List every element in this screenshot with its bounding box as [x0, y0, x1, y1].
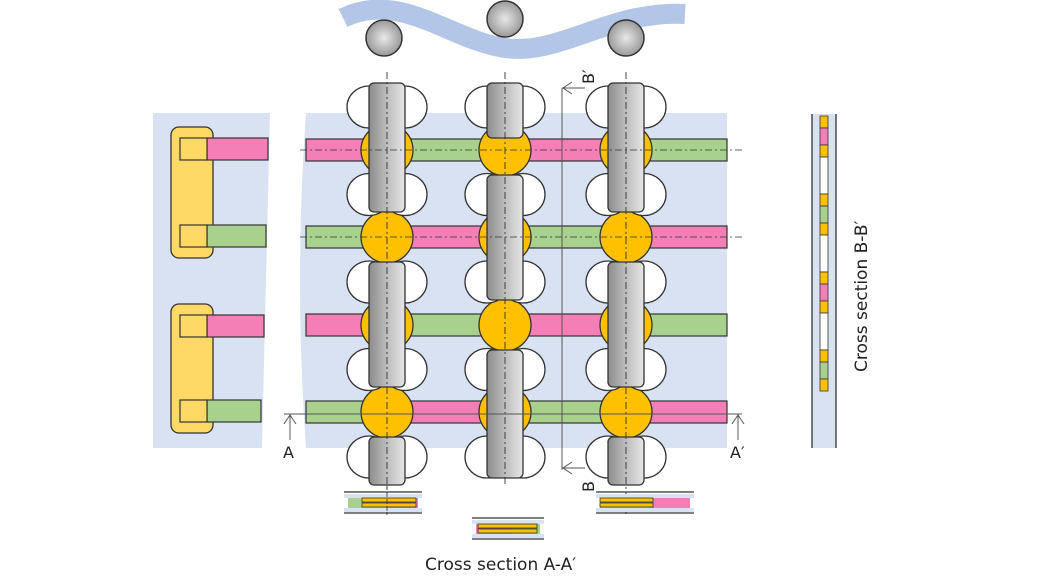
- pad-contact: [179, 137, 208, 161]
- xs-yellow-lower: [361, 502, 417, 508]
- roller-ball: [365, 19, 403, 57]
- arrow-head-icon: [283, 414, 297, 425]
- xs-panel-bottom: [472, 534, 544, 538]
- strip-segment-pink: [505, 314, 626, 336]
- xs-yellow-upper: [599, 497, 654, 503]
- cross-section-bb-view: [811, 114, 837, 448]
- pad-lead-pink: [206, 314, 265, 338]
- strip-segment-green: [505, 401, 626, 423]
- bb-layer-yellow: [819, 222, 829, 236]
- roller-ball: [607, 19, 645, 57]
- pad-contact: [179, 314, 208, 338]
- bb-layer-yellow: [819, 271, 829, 285]
- cross-section-aa-views: [344, 485, 694, 540]
- bb-layer-green: [819, 361, 829, 380]
- xs-strip-right: [649, 498, 690, 508]
- pad-contact: [179, 399, 208, 423]
- strip-segment-green: [387, 314, 505, 336]
- arrow-head-icon: [731, 414, 745, 425]
- xs-yellow-lower: [477, 528, 538, 534]
- xs-panel-bottom: [596, 508, 694, 512]
- pad-lead-pink: [206, 137, 269, 161]
- cross-section-bb-caption: Cross section B-B′: [852, 221, 872, 372]
- bb-layer-white: [819, 234, 829, 273]
- label-b-prime: B′: [579, 69, 598, 84]
- cross-section-aa-caption: Cross section A-A′: [425, 555, 576, 575]
- bb-layer-pink: [819, 127, 829, 146]
- fiber-columns: [346, 82, 667, 486]
- xs-yellow-upper: [361, 497, 417, 503]
- xs-panel-top: [596, 494, 694, 498]
- bb-layer-green: [819, 205, 829, 224]
- xs-panel-top: [472, 520, 544, 524]
- pad-lead-green: [206, 224, 267, 248]
- roller-ball: [486, 0, 524, 38]
- contact-pads: [170, 126, 269, 434]
- bb-layer-white: [819, 156, 829, 195]
- bb-layer-yellow: [819, 193, 829, 207]
- label-b: B: [579, 481, 598, 492]
- xs-panel-top: [344, 494, 422, 498]
- xs-yellow-upper: [477, 523, 538, 529]
- strip-segment-pink: [387, 401, 505, 423]
- bb-layer-pink: [819, 283, 829, 302]
- xs-panel-bottom: [344, 508, 422, 512]
- arrow-head-icon: [562, 81, 573, 95]
- bb-layer-white: [819, 312, 829, 351]
- pad-contact: [179, 224, 208, 248]
- center-lines: [300, 72, 745, 515]
- bb-layer-yellow: [819, 349, 829, 363]
- xs-yellow-lower: [599, 502, 654, 508]
- bb-layer-yellow: [819, 115, 829, 129]
- arrow-head-icon: [562, 461, 573, 475]
- pad-lead-green: [206, 399, 262, 423]
- bb-layer-yellow: [819, 378, 829, 392]
- bb-layer-yellow: [819, 144, 829, 158]
- label-a: A: [283, 443, 294, 462]
- bb-layer-yellow: [819, 300, 829, 314]
- label-a-prime: A′: [730, 443, 745, 462]
